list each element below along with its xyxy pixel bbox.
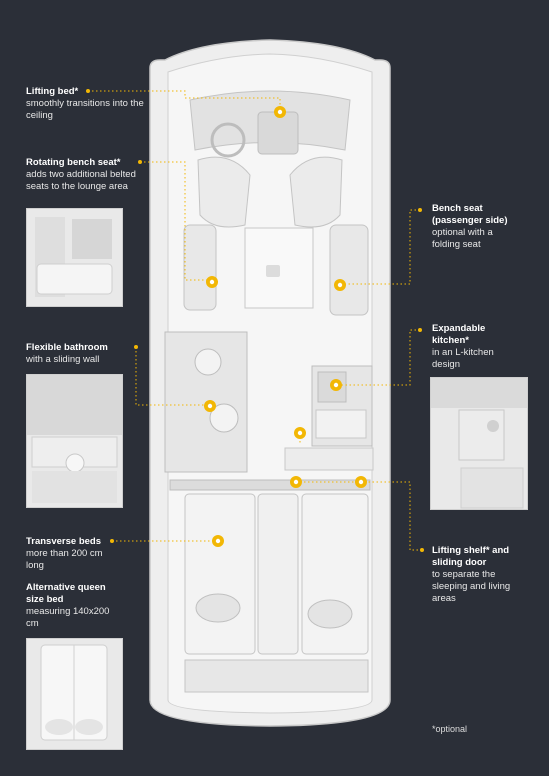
footnote-optional: *optional [432,724,468,734]
label-flexible-bathroom: Flexible bathroom with a sliding wall [26,342,136,366]
label-lifting-bed-desc: smoothly transitions into the ceiling [26,98,144,121]
dining-table [244,227,314,309]
marker-shelf-right [355,476,367,488]
label-bench-seat: Bench seat (passenger side) optional wit… [432,203,522,251]
label-queen-bed-desc: measuring 140x200 cm [26,606,110,629]
sliding-door-divider [169,479,371,491]
transverse-beds [184,493,369,693]
label-lifting-shelf-desc: to separate the sleeping and living area… [432,569,511,604]
label-lifting-shelf: Lifting shelf* and sliding door to separ… [432,545,527,605]
label-kitchen: Expandable kitchen* in an L-kitchen desi… [432,323,522,371]
label-transverse-beds-desc: more than 200 cm long [26,548,103,571]
label-kitchen-title: Expandable kitchen* [432,323,486,346]
label-lifting-shelf-title: Lifting shelf* and sliding door [432,545,510,568]
label-transverse-beds-title: Transverse beds [26,536,101,547]
marker-bench-seat [334,279,346,291]
label-rotating-bench-title: Rotating bench seat* [26,157,121,168]
label-flexible-bathroom-title: Flexible bathroom [26,342,108,353]
marker-rotating-bench [206,276,218,288]
label-kitchen-desc: in an L-kitchen design [432,347,494,370]
label-bench-seat-title: Bench seat (passenger side) [432,203,508,226]
photo-queen-bed [26,638,123,750]
marker-bathroom [204,400,216,412]
photo-bathroom [26,374,123,508]
label-lifting-bed: Lifting bed* smoothly transitions into t… [26,86,151,122]
label-lifting-bed-title: Lifting bed* [26,86,79,97]
marker-shelf-left [290,476,302,488]
photo-kitchen [430,377,528,510]
marker-kitchen [330,379,342,391]
label-queen-bed-title: Alternative queen size bed [26,582,106,605]
label-flexible-bathroom-desc: with a sliding wall [26,354,100,365]
front-seats [197,156,343,228]
marker-transverse-beds [212,535,224,547]
leader-lines [88,90,422,551]
benches [183,224,369,316]
dashboard [189,90,351,158]
label-rotating-bench-desc: adds two additional belted seats to the … [26,169,136,192]
label-bench-seat-desc: optional with a folding seat [432,227,493,250]
label-transverse-beds: Transverse beds more than 200 cm long [26,536,106,572]
feature-markers [86,89,424,552]
photo-rotating-bench [26,208,123,307]
marker-kitchen-extension [294,427,306,439]
label-queen-bed: Alternative queen size bed measuring 140… [26,582,116,630]
marker-lifting-bed [274,106,286,118]
label-rotating-bench: Rotating bench seat* adds two additional… [26,157,138,193]
